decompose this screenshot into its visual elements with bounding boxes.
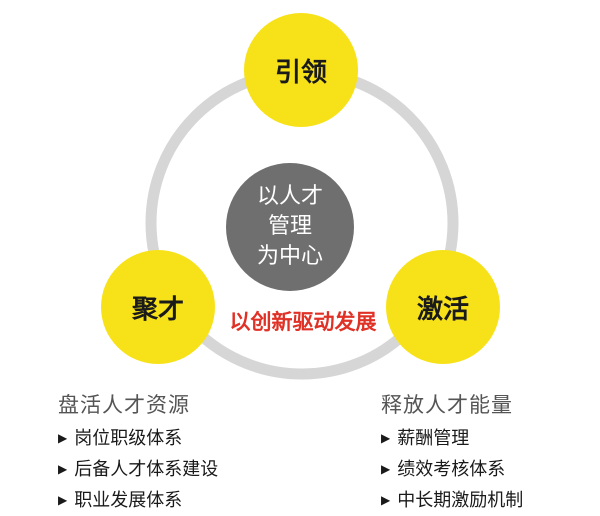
list-item-label: 岗位职级体系: [74, 428, 183, 449]
triangle-bullet-icon: ▶: [381, 431, 391, 445]
right-panel: 释放人才能量 ▶ 薪酬管理 ▶ 绩效考核体系 ▶ 中长期激励机制: [381, 389, 523, 516]
list-item-label: 中长期激励机制: [397, 490, 524, 511]
activate-node-label: 激活: [416, 294, 469, 325]
activate-node: 激活: [386, 250, 500, 364]
list-item-label: 薪酬管理: [397, 428, 470, 449]
triangle-bullet-icon: ▶: [58, 462, 68, 476]
list-item: ▶ 绩效考核体系: [381, 454, 523, 485]
center-line-3: 为中心: [256, 244, 323, 269]
right-panel-list: ▶ 薪酬管理 ▶ 绩效考核体系 ▶ 中长期激励机制: [381, 423, 523, 516]
list-item-label: 职业发展体系: [74, 490, 183, 511]
center-line-1: 以人才: [256, 184, 323, 209]
lead-node-label: 引领: [274, 57, 327, 88]
list-item: ▶ 中长期激励机制: [381, 485, 523, 516]
list-item-label: 后备人才体系建设: [74, 459, 219, 480]
triangle-bullet-icon: ▶: [381, 493, 391, 507]
triangle-bullet-icon: ▶: [58, 431, 68, 445]
list-item: ▶ 职业发展体系: [58, 485, 218, 516]
triangle-bullet-icon: ▶: [381, 462, 391, 476]
right-panel-title: 释放人才能量: [381, 393, 513, 417]
list-item-label: 绩效考核体系: [397, 459, 506, 480]
left-panel-title: 盘活人才资源: [58, 393, 190, 417]
list-item: ▶ 岗位职级体系: [58, 423, 218, 454]
center-line-2: 管理: [267, 214, 312, 239]
lead-node: 引领: [244, 13, 358, 127]
innovation-tagline: 以创新驱动发展: [229, 310, 377, 334]
gather-talent-node-label: 聚才: [131, 294, 184, 325]
center-node: 以人才 管理 为中心: [226, 163, 354, 291]
left-panel: 盘活人才资源 ▶ 岗位职级体系 ▶ 后备人才体系建设 ▶ 职业发展体系: [58, 389, 218, 516]
list-item: ▶ 薪酬管理: [381, 423, 523, 454]
left-panel-list: ▶ 岗位职级体系 ▶ 后备人才体系建设 ▶ 职业发展体系: [58, 423, 218, 516]
gather-talent-node: 聚才: [101, 250, 215, 364]
list-item: ▶ 后备人才体系建设: [58, 454, 218, 485]
triangle-bullet-icon: ▶: [58, 493, 68, 507]
